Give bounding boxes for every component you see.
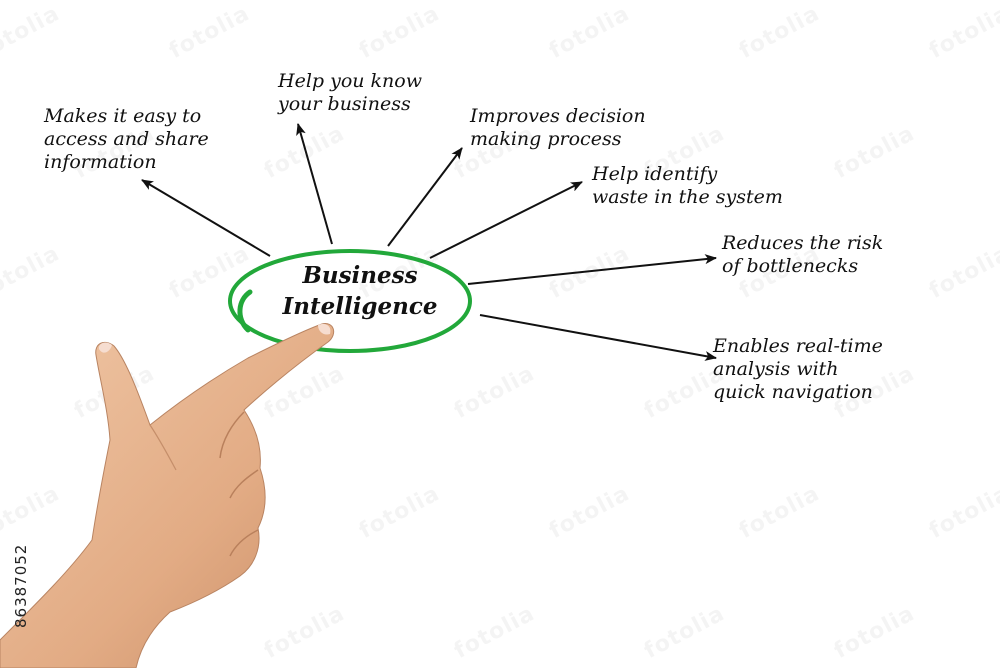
center-ellipse [228,249,472,353]
benefit-decision-making: Improves decision making process [470,105,646,151]
arrow-access-share [141,179,271,257]
arrow-decision-making [387,147,463,247]
benefit-realtime-analysis: Enables real-time analysis with quick na… [713,335,883,404]
benefit-reduce-bottlenecks: Reduces the risk of bottlenecks [722,232,883,278]
benefit-line: Makes it easy to [44,105,202,127]
center-topic-line-1: Business [302,262,418,289]
benefit-line: of bottlenecks [722,255,859,277]
arrow-know-business [296,123,333,245]
stock-id-label: 86387052 [12,543,30,628]
benefit-line: information [44,151,157,173]
benefit-line: quick navigation [713,381,873,403]
benefit-line: making process [470,128,622,150]
benefit-know-business: Help you know your business [278,70,422,116]
arrow-realtime-analysis [479,314,717,361]
benefit-line: Enables real-time [713,335,883,357]
pointing-hand-image [0,323,335,668]
arrow-reduce-bottlenecks [467,254,717,285]
benefit-identify-waste: Help identify waste in the system [592,163,783,209]
benefit-line: Help identify [592,163,718,185]
center-topic-line-2: Intelligence [282,293,438,320]
center-topic: Business Intelligence [262,260,458,322]
benefit-line: waste in the system [592,186,783,208]
arrow-identify-waste [429,181,583,259]
benefit-access-share: Makes it easy to access and share inform… [44,105,209,174]
benefit-line: analysis with [713,358,839,380]
benefit-line: Reduces the risk [722,232,884,254]
benefit-line: Help you know [278,70,422,92]
benefit-line: your business [278,93,411,115]
benefit-line: access and share [44,128,209,150]
benefit-line: Improves decision [470,105,646,127]
